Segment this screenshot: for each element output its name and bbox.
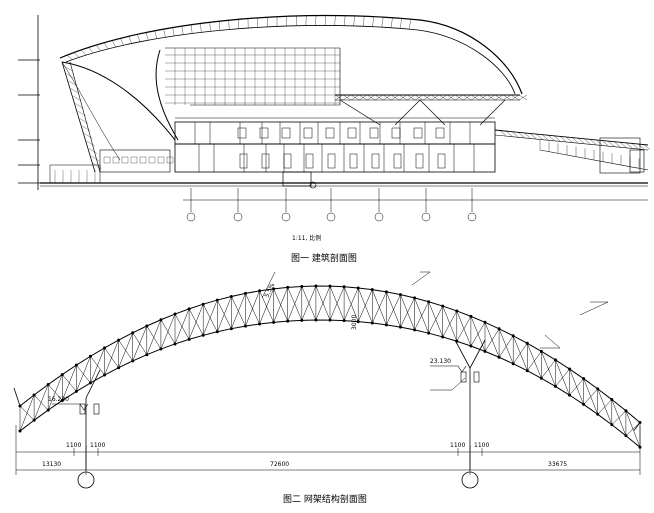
glass-facade-grid	[165, 48, 340, 105]
right-elevation-label: 23.130	[430, 358, 451, 365]
right-elevation-marker	[430, 366, 466, 372]
span-left: 13130	[42, 461, 61, 468]
truss-members	[14, 285, 641, 448]
left-elevation-label: 16.230	[48, 396, 69, 403]
roof-shell-inner	[66, 25, 515, 94]
space-truss-section	[14, 272, 641, 488]
mid-mark: 3000	[351, 315, 358, 330]
figure1-caption: 图一 建筑剖面图	[291, 252, 357, 264]
left-elevation-marker	[52, 404, 88, 410]
span-middle: 72600	[270, 461, 289, 468]
roof-grid	[67, 16, 411, 60]
scale-note: 1:11, 比例	[292, 234, 321, 242]
right-offset-b: 1100	[474, 442, 489, 449]
axis-label-group	[187, 213, 476, 221]
truss-labels: 16.230 23.130 1100 1100 1100 1100 13130 …	[42, 282, 567, 468]
left-offset-a: 1100	[66, 442, 81, 449]
span-right: 33675	[548, 461, 567, 468]
roof-shell-outer	[60, 16, 522, 94]
upper-floor	[175, 122, 495, 144]
building-section	[18, 15, 650, 212]
right-offset-a: 1100	[450, 442, 465, 449]
left-offset-b: 1100	[90, 442, 105, 449]
figure2-caption: 图二 网架结构剖面图	[283, 493, 367, 505]
